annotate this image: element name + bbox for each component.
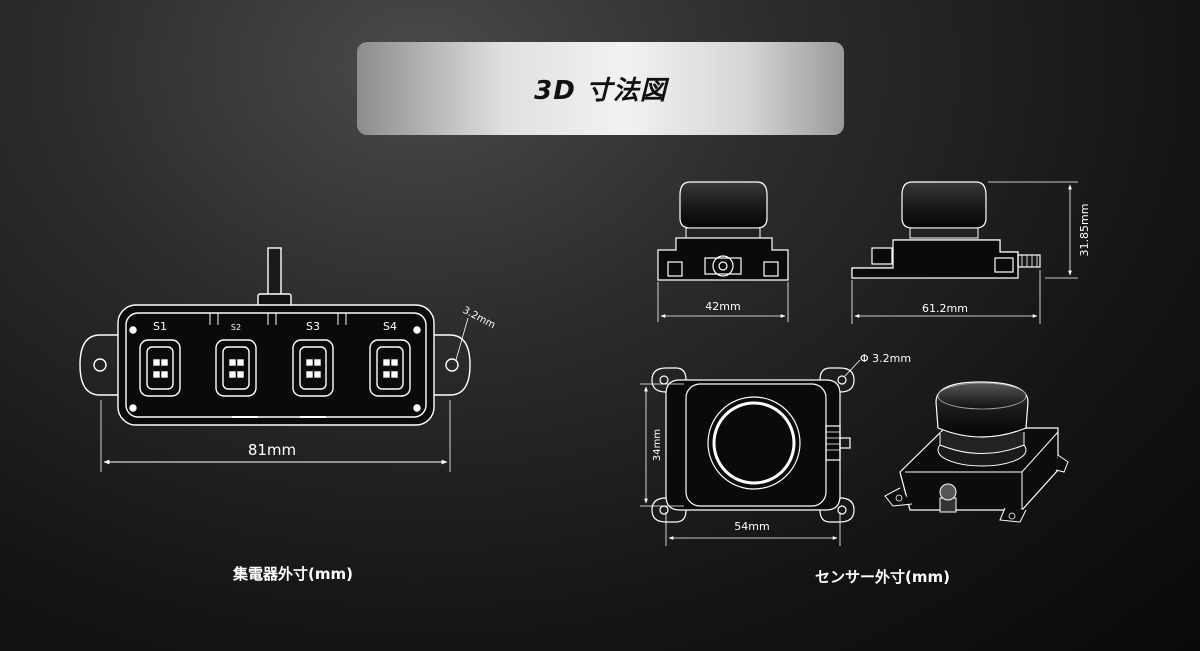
sensor-top-ring-outer [707,396,801,490]
hub-port-label-s4: S4 [383,320,397,333]
hub-cable-gland [257,293,292,307]
hub-cable [267,247,282,297]
sensor-side-width-label: 61.2mm [922,302,968,315]
sensor-side-view [851,181,1078,324]
hub-right-ear [432,334,471,396]
hub-right-hole [445,358,459,372]
sensor-side-knob [901,181,987,229]
hub-body [117,304,435,426]
sensor-height-label: 31.85mm [1078,204,1091,257]
hub-port-label-s1: S1 [153,320,167,333]
hub-drawing [79,247,471,472]
hub-connector-2 [215,339,257,397]
hub-caption: 集電器外寸(mm) [233,565,353,583]
hub-connector-1 [139,339,181,397]
hub-left-ear [79,334,128,396]
hub-connector-3 [292,339,334,397]
hub-left-hole [93,358,107,372]
hub-port-label-s3: S3 [306,320,320,333]
sensor-front-view [657,181,789,322]
sensor-top-width-label: 54mm [734,520,769,533]
sensor-side-base [851,239,1019,279]
sensor-caption: センサー外寸(mm) [815,568,950,586]
sensor-3d-view [884,381,1069,523]
hub-hole-label: 3.2mm [461,305,497,331]
hub-width-label: 81mm [248,441,296,459]
hub-port-label-s2: S2 [231,323,241,332]
sensor-top-view [640,359,861,546]
page-title: 3D 寸法図 [534,76,667,106]
sensor-top-height-label: 34mm [652,429,663,461]
sensor-front-width-label: 42mm [705,300,740,313]
sensor-front-knob [679,181,768,229]
hub-connector-4 [369,339,411,397]
title-banner: 3D 寸法図 [357,42,844,135]
sensor-top-ring-inner [712,401,796,485]
sensor-hole-label: Φ 3.2mm [860,352,911,365]
